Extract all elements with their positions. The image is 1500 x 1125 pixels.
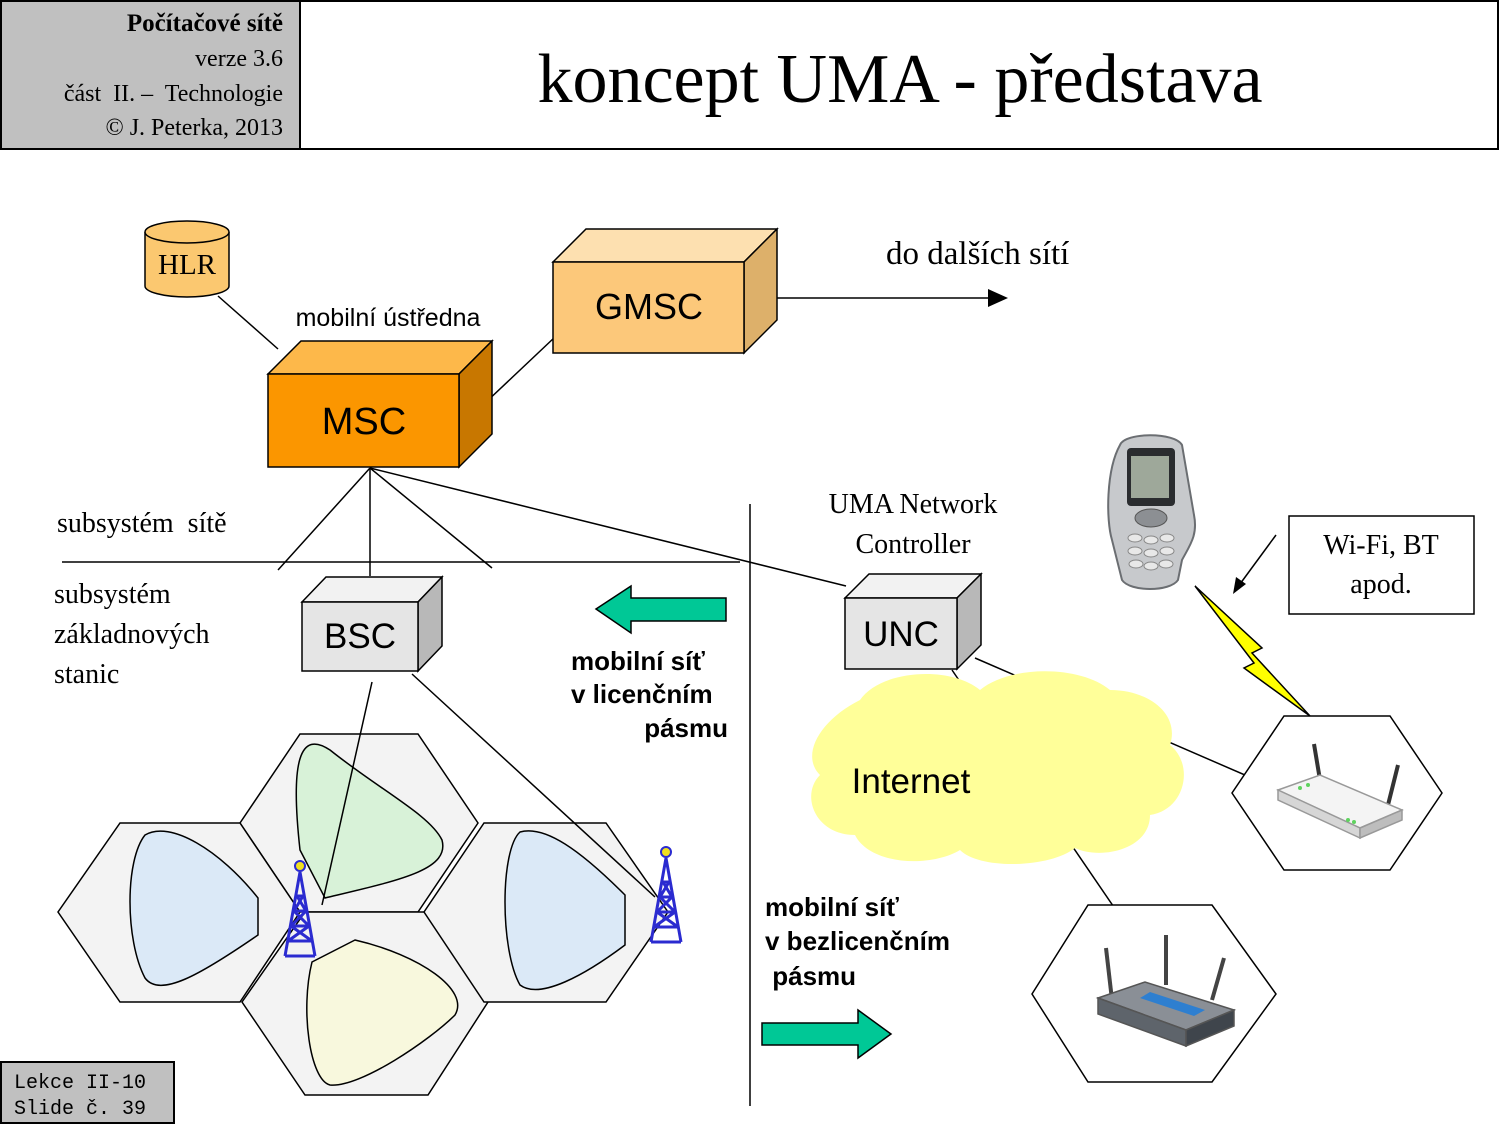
unc-caption-line2: Controller	[855, 529, 971, 560]
wifi-router-icon	[1276, 743, 1404, 840]
lesson-label: Lekce II-10	[14, 1072, 146, 1095]
msc-fanout-right	[369, 467, 493, 569]
version-label: verze 3.6	[195, 46, 283, 72]
bss-label-line2: základnových	[54, 619, 210, 650]
cloud-icon	[811, 671, 1184, 865]
bss-label-line3: stanic	[54, 659, 119, 690]
wireless-tech-box: Wi-Fi, BT apod.	[1288, 515, 1475, 615]
gmsc-label: GMSC	[595, 286, 703, 327]
wireless-tech-line1: Wi-Fi, BT	[1323, 530, 1439, 561]
course-title: Počítačové sítě	[127, 10, 283, 37]
bsc-tower-link-left	[321, 681, 373, 906]
bsc-box: BSC	[300, 575, 444, 673]
database-icon	[144, 232, 230, 298]
unc-label: UNC	[863, 615, 939, 654]
cell-tower-icon	[649, 846, 683, 944]
cell-coverage-area	[57, 733, 669, 1096]
coverage-sector-blue-right	[504, 830, 626, 991]
coverage-sector-blue	[129, 830, 259, 987]
part-label: část II. – Technologie	[64, 81, 283, 107]
gmsc-box: GMSC	[551, 227, 779, 355]
bsc-label: BSC	[324, 617, 396, 656]
msc-box: MSC	[266, 339, 494, 469]
slide-title: koncept UMA - představa	[537, 41, 1262, 118]
licensed-band-line2: v licenčním	[571, 679, 713, 709]
msc-caption: mobilní ústředna	[296, 304, 481, 332]
internet-cloud: Internet	[811, 671, 1184, 865]
bsc-tower-link-right	[411, 673, 656, 898]
slide-header: Počítačové sítě verze 3.6 část II. – Tec…	[0, 0, 1499, 150]
wireless-tech-line2: apod.	[1350, 569, 1411, 600]
unc-box: UNC	[843, 572, 983, 671]
hlr-database: HLR	[144, 220, 230, 298]
unc-caption-line1: UMA Network	[829, 489, 998, 520]
msc-gmsc-link	[483, 336, 556, 405]
coverage-sector-yellow	[306, 939, 459, 1086]
arrow-left-icon	[594, 584, 727, 635]
network-subsystem-label: subsystém sítě	[57, 508, 227, 539]
unlicensed-band-line1: mobilní síť	[765, 892, 899, 922]
cell-tower-icon	[283, 860, 317, 958]
unlicensed-band-line2: v bezlicenčním	[765, 926, 950, 956]
licensed-band-line1: mobilní síť	[571, 646, 705, 676]
unlicensed-band-line3: pásmu	[765, 961, 856, 991]
licensed-band-line3: pásmu	[644, 713, 728, 743]
router-hexagon	[1031, 904, 1277, 1083]
msc-label: MSC	[322, 401, 406, 443]
msc-fanout-left	[277, 467, 371, 571]
to-other-networks-arrow	[766, 289, 1008, 307]
copyright-label: © J. Peterka, 2013	[105, 115, 283, 141]
slide-footer: Lekce II-10 Slide č. 39	[0, 1061, 175, 1124]
to-other-networks-label: do dalších sítí	[886, 236, 1069, 272]
arrow-right-icon	[761, 1008, 893, 1060]
wireless-pointer-arrow	[1233, 534, 1277, 594]
mobile-phone-icon	[1107, 434, 1196, 590]
hlr-msc-link	[217, 295, 279, 350]
internet-label: Internet	[852, 762, 971, 801]
slide-number-label: Slide č. 39	[14, 1098, 146, 1121]
lightning-icon	[1194, 585, 1311, 717]
header-info-box	[0, 0, 301, 150]
bss-label-line1: subsystém	[54, 579, 171, 610]
router-icon	[1095, 935, 1237, 1048]
wifi-router-hexagon	[1231, 715, 1443, 871]
hlr-label: HLR	[158, 249, 217, 281]
msc-unc-link	[369, 467, 847, 587]
